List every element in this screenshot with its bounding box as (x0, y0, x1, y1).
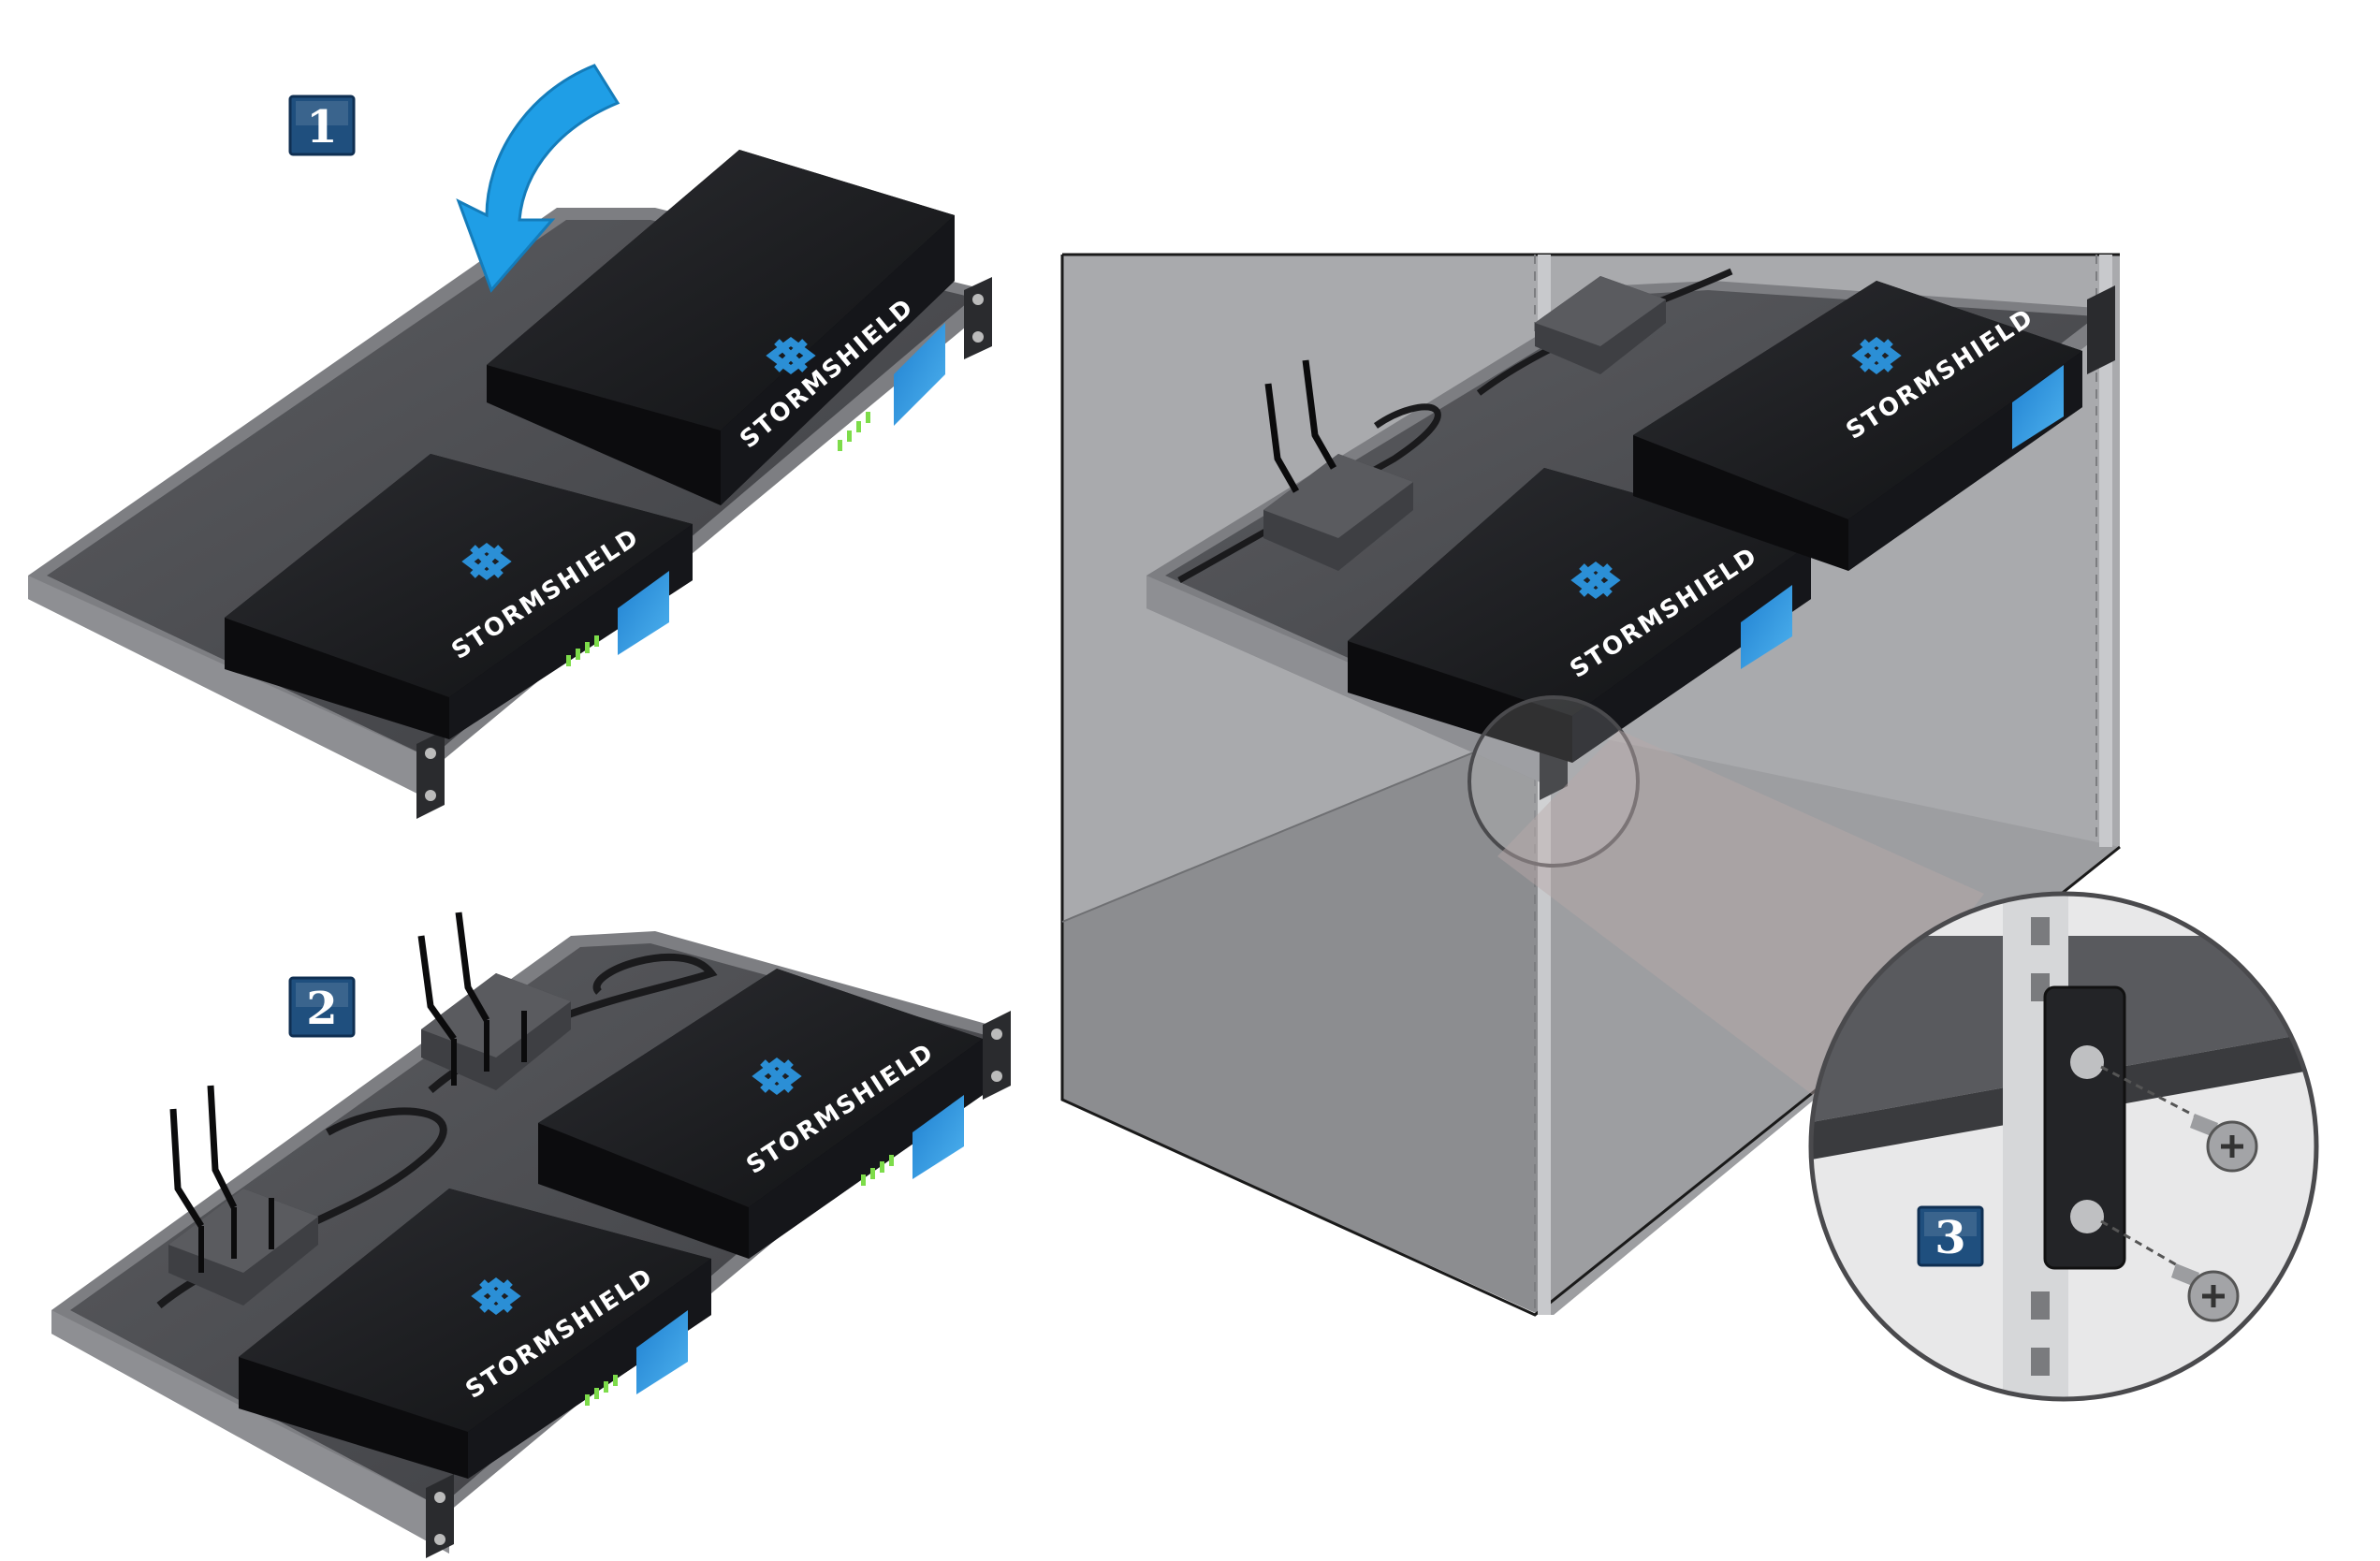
screw-icon (2190, 1114, 2258, 1173)
antenna-icon (169, 1085, 238, 1228)
firewall-device-3a: STORMSHIELD (1348, 468, 1811, 763)
firewall-device-1b: STORMSHIELD (487, 150, 955, 505)
antenna-icon (1264, 359, 1337, 493)
power-adapter-icon (1535, 276, 1666, 374)
stormshield-logo-icon (766, 337, 816, 374)
step-2-number: 2 (306, 983, 337, 1035)
magnifier-circle-icon (1467, 695, 1640, 868)
stormshield-logo-icon (752, 1058, 802, 1095)
device-screen-1b (894, 323, 945, 426)
firewall-device-2a: STORMSHIELD (239, 1189, 711, 1479)
firewall-device-1a: STORMSHIELD (225, 454, 693, 739)
step-3-number: 3 (1935, 1212, 1965, 1264)
step-3-badge: 3 (1917, 1205, 1984, 1267)
step-1-number: 1 (306, 101, 337, 153)
step-2-panel: 2 (51, 912, 1011, 1558)
stormshield-logo-icon (471, 1277, 521, 1315)
stormshield-logo-icon (1570, 562, 1621, 599)
device-screen-3b (2012, 365, 2064, 449)
device-screen-1a (618, 571, 669, 655)
curved-arrow-icon (456, 64, 621, 293)
screw-icon (2171, 1263, 2240, 1322)
stormshield-logo-icon (1851, 337, 1902, 374)
step-1-panel: 1 STORMSHIELD (28, 64, 992, 819)
zoom-detail (1808, 891, 2319, 1402)
power-adapter-icon (168, 1085, 318, 1306)
stormshield-logo-icon (461, 543, 512, 580)
power-adapter-icon (1263, 359, 1413, 571)
firewall-device-3b: STORMSHIELD (1633, 281, 2082, 571)
firewall-device-2b: STORMSHIELD (538, 969, 983, 1259)
step-1-badge: 1 (288, 95, 356, 156)
device-screen-2b (913, 1095, 964, 1179)
step-2-badge: 2 (288, 976, 356, 1038)
power-adapter-icon (417, 912, 571, 1090)
step-3-panel: STORMSHIELD STORMSHIELD (1060, 253, 2319, 1402)
device-screen-3a (1741, 585, 1792, 669)
device-screen-2a (636, 1310, 688, 1394)
antenna-icon (417, 912, 490, 1042)
